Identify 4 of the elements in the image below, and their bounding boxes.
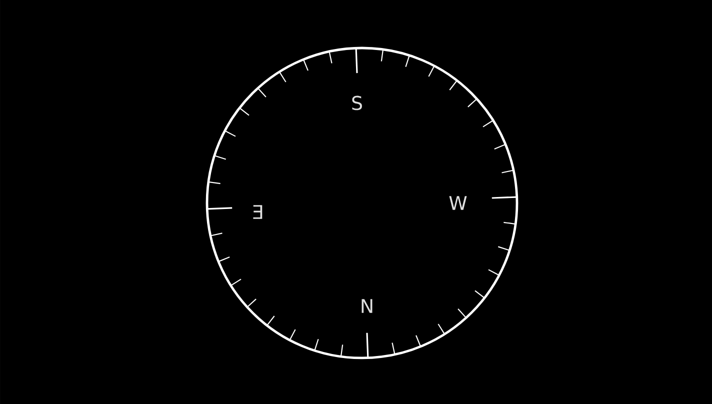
direction-letter: S (352, 96, 362, 110)
direction-letter: W (449, 196, 467, 210)
direction-letter: N (362, 299, 372, 313)
direction-letter: E (253, 205, 262, 219)
